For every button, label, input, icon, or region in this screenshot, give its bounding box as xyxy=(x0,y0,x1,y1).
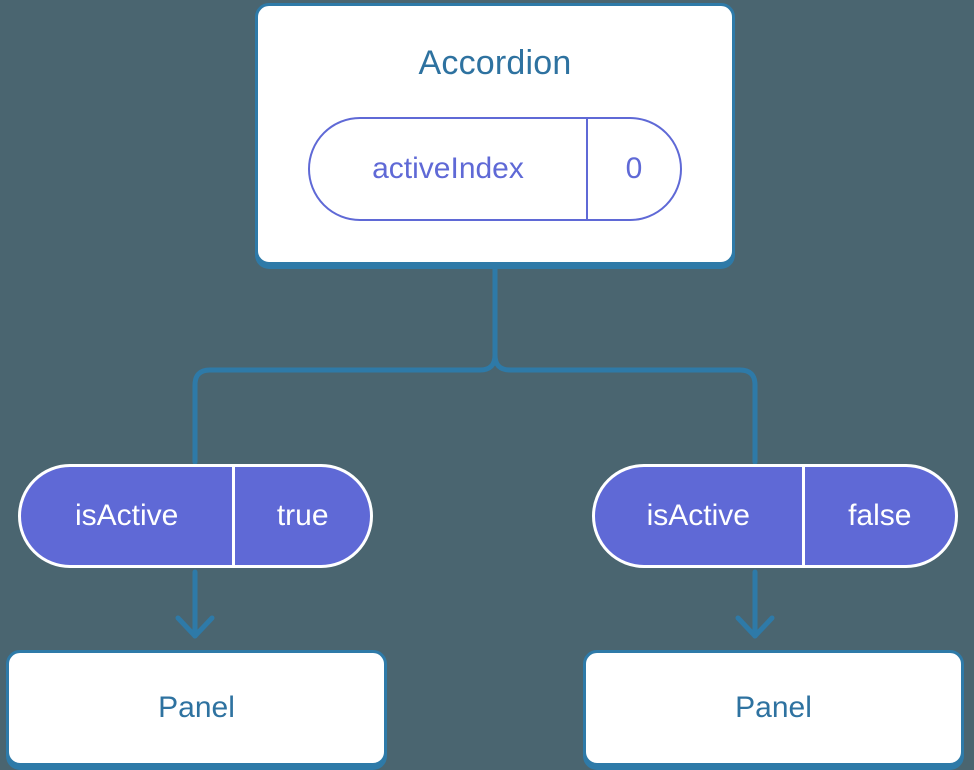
panel-title: Panel xyxy=(735,691,812,724)
prop-pill-is-active-true[interactable]: isActive true xyxy=(18,464,373,568)
prop-pill-key: isActive xyxy=(74,499,179,532)
arrow-down-icon-right xyxy=(735,569,775,639)
prop-pill-is-active-false[interactable]: isActive false xyxy=(592,464,958,568)
arrow-down-icon-left xyxy=(175,569,215,639)
prop-pill-active-index[interactable]: activeIndex 0 xyxy=(308,117,682,221)
branch-connector-tree-right xyxy=(492,352,758,465)
branch-connector-tree xyxy=(192,262,498,465)
prop-pill-value: true xyxy=(232,467,370,565)
component-card-panel-left[interactable]: Panel xyxy=(6,650,387,766)
page-title: Accordion xyxy=(418,44,572,82)
prop-pill-value: false xyxy=(801,467,955,565)
prop-pill-key: isActive xyxy=(646,499,750,532)
component-card-panel-right[interactable]: Panel xyxy=(583,650,964,766)
prop-pill-value: 0 xyxy=(586,119,680,219)
prop-pill-key: activeIndex xyxy=(372,152,524,185)
panel-title: Panel xyxy=(158,691,235,724)
